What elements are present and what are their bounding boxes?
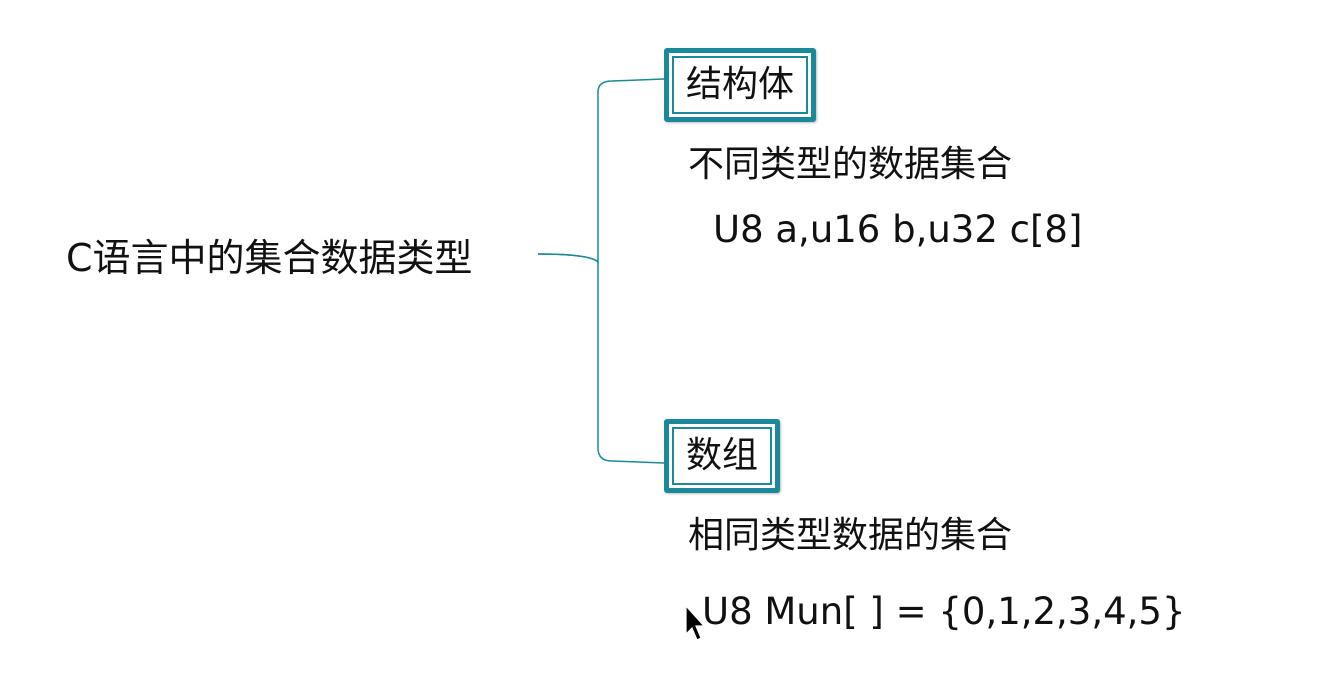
topic-node-array[interactable]: 数组	[664, 419, 781, 493]
struct-example-code: U8 a,u16 b,u32 c[8]	[713, 208, 1083, 251]
array-example-code: U8 Mun[ ] = {0,1,2,3,4,5}	[702, 590, 1186, 633]
mouse-pointer-icon	[685, 604, 706, 641]
root-topic[interactable]: C语言中的集合数据类型	[66, 236, 473, 280]
topic-title-struct: 结构体	[672, 56, 809, 114]
topic-title-array: 数组	[672, 427, 773, 485]
array-description: 相同类型数据的集合	[688, 515, 1013, 556]
topic-node-struct[interactable]: 结构体	[664, 48, 817, 122]
struct-description: 不同类型的数据集合	[688, 144, 1013, 185]
